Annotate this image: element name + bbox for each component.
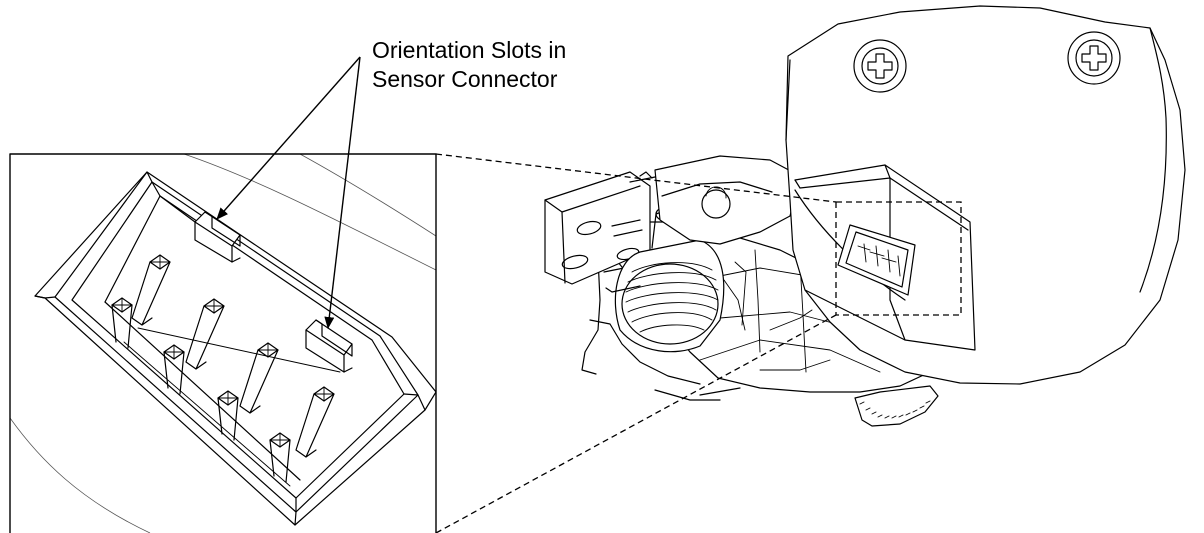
callout-line-1: Orientation Slots in [372, 37, 567, 63]
detail-inset-frame [9, 153, 437, 533]
orientation-slot-upper [194, 211, 241, 263]
connector-location-box [835, 201, 962, 316]
mounting-screw-right [1067, 31, 1121, 85]
sensor-connector [837, 224, 916, 296]
sensor-housing [785, 5, 1186, 385]
callout-label: Orientation Slots in Sensor Connector [372, 36, 566, 94]
orientation-slot-lower [305, 319, 353, 373]
sensor-connector-detail [9, 153, 437, 533]
connector-pins [111, 254, 341, 487]
lever-arm [639, 155, 801, 245]
mounting-screw-left [853, 39, 907, 93]
zoom-guide-lines [435, 153, 837, 533]
callout-arrows [216, 56, 361, 329]
gear-wheel [854, 385, 939, 427]
callout-line-2: Sensor Connector [372, 66, 558, 92]
spring-shaft [605, 197, 725, 353]
bracket-plate [544, 171, 669, 285]
sensor-assembly [544, 5, 1186, 427]
